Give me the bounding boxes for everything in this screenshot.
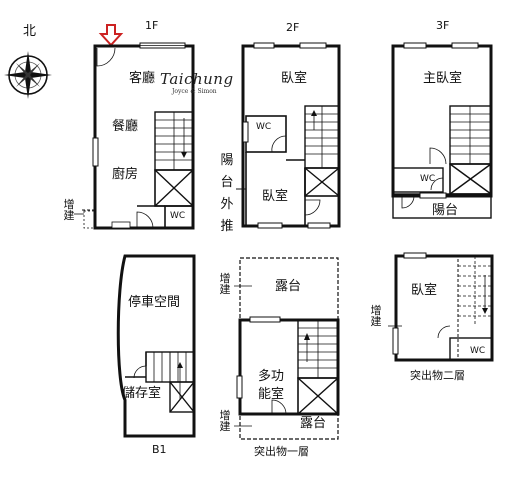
logo-subtitle: Joyce & Simon bbox=[172, 88, 217, 95]
floor-2f-plan bbox=[236, 42, 341, 229]
room-parking-space: 停車空間 bbox=[128, 295, 181, 310]
room-2f-bedroom-front: 臥室 bbox=[281, 71, 308, 86]
room-dining-room: 餐廳 bbox=[112, 119, 139, 134]
compass-icon bbox=[4, 51, 52, 99]
label-roof1-annex-bottom: 增建 bbox=[219, 409, 231, 433]
floor-b1-plan bbox=[116, 254, 196, 438]
room-1f-wc: WC bbox=[170, 211, 186, 221]
roof-level-2-plan bbox=[388, 252, 494, 362]
room-roof2-wc: WC bbox=[470, 346, 486, 356]
floor-1f-plan bbox=[74, 42, 195, 230]
compass-north-label: 北 bbox=[23, 24, 37, 39]
label-1f-annex: 增建 bbox=[63, 198, 75, 222]
floor-title-2f: 2F bbox=[286, 21, 300, 34]
down-arrow-icon bbox=[98, 24, 124, 47]
floor-title-1f: 1F bbox=[145, 19, 159, 32]
floor-title-roof1: 突出物一層 bbox=[254, 445, 309, 458]
room-living-room: 客廳 bbox=[129, 71, 156, 86]
room-kitchen: 廚房 bbox=[112, 167, 139, 182]
room-storage: 儲存室 bbox=[122, 386, 162, 401]
room-master-bedroom: 主臥室 bbox=[423, 71, 463, 86]
room-multipurpose: 多功能室 bbox=[258, 369, 285, 402]
room-roof1-terrace-bottom: 露台 bbox=[300, 416, 327, 431]
room-roof2-bedroom: 臥室 bbox=[411, 283, 438, 298]
floor-title-roof2: 突出物二層 bbox=[410, 369, 465, 382]
room-roof1-terrace-top: 露台 bbox=[275, 279, 302, 294]
room-3f-wc: WC bbox=[420, 174, 436, 184]
logo-script-text: Taichung bbox=[160, 70, 234, 88]
label-2f-balcony-extension: 陽台外推 bbox=[220, 153, 234, 234]
logo: Taichung Joyce & Simon bbox=[160, 70, 234, 95]
room-2f-wc: WC bbox=[256, 122, 272, 132]
roof-level-1-plan bbox=[234, 257, 340, 440]
floor-title-3f: 3F bbox=[436, 19, 450, 32]
room-3f-balcony: 陽台 bbox=[432, 203, 459, 218]
label-roof2-annex: 增建 bbox=[370, 304, 382, 328]
room-2f-bedroom-back: 臥室 bbox=[262, 189, 289, 204]
floor-3f-plan bbox=[391, 42, 493, 219]
label-roof1-annex-top: 增建 bbox=[219, 272, 231, 296]
floor-title-b1: B1 bbox=[152, 443, 167, 456]
